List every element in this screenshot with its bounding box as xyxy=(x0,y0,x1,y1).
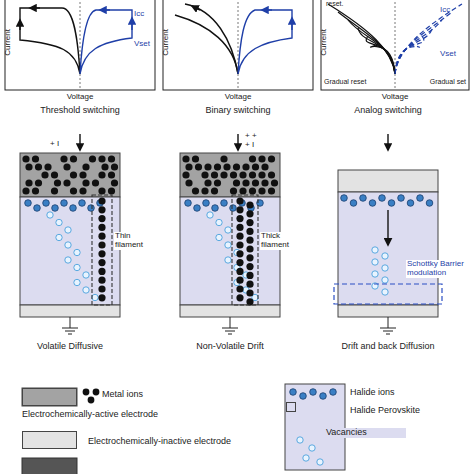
label: Schottky Barrier modulation xyxy=(406,260,472,278)
label: Thin filament xyxy=(114,232,156,250)
legend-swatch xyxy=(22,431,77,449)
legend-text: Halide ions xyxy=(350,388,460,398)
label: Icc xyxy=(440,6,468,15)
label: Drift and back Diffusion xyxy=(333,342,443,352)
label: Volatile Diffusive xyxy=(15,342,125,352)
label: Vset xyxy=(440,50,468,59)
label: Thick filament xyxy=(260,232,302,250)
legend-swatch xyxy=(22,388,77,406)
legend-text: Vacancies xyxy=(326,428,406,438)
label: Gradual set xyxy=(406,78,466,86)
label: + I xyxy=(245,141,275,150)
label: reset. xyxy=(326,0,356,8)
legend-text: Electrochemically-inactive electrode xyxy=(88,437,268,447)
label: Binary switching xyxy=(193,106,283,116)
label: Voltage xyxy=(55,93,105,102)
label: + I xyxy=(50,140,80,149)
axis-label: Current xyxy=(162,22,171,62)
label: Icc xyxy=(134,10,156,19)
label: Voltage xyxy=(370,93,420,102)
label: Voltage xyxy=(213,93,263,102)
legend-swatch xyxy=(286,402,296,412)
label: Gradual reset xyxy=(324,78,384,86)
legend-text: Halide Perovskite xyxy=(350,406,460,416)
legend-text: Electrochemically-active electrode xyxy=(22,410,222,420)
legend-text: Metal ions xyxy=(102,390,182,400)
label: Non-Volatile Drift xyxy=(175,342,285,352)
axis-label: Current xyxy=(4,22,13,62)
label: Vset xyxy=(134,40,156,49)
axis-label: Current xyxy=(320,22,329,62)
label: Analog switching xyxy=(343,106,433,116)
label: + + xyxy=(245,132,275,141)
label: Threshold switching xyxy=(35,106,125,116)
